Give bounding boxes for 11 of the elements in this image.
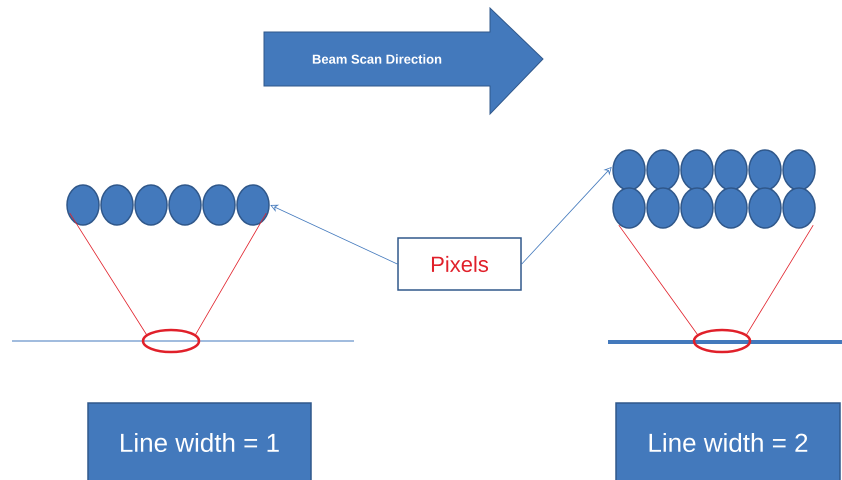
- beam-cone-line: [746, 224, 814, 335]
- beam-cone-line: [69, 212, 147, 335]
- beam-spot-ellipse: [692, 328, 752, 354]
- pixel-row: [612, 149, 816, 229]
- beam-spot-ellipse: [142, 328, 200, 354]
- beam-cone-line: [618, 224, 698, 335]
- pixels-label-box: Pixels: [397, 237, 522, 291]
- beam-cone-line: [195, 212, 267, 335]
- line-width-box: Line width = 1: [87, 402, 312, 480]
- line-width-box: Line width = 2: [615, 402, 841, 480]
- pixel-row: [66, 184, 270, 226]
